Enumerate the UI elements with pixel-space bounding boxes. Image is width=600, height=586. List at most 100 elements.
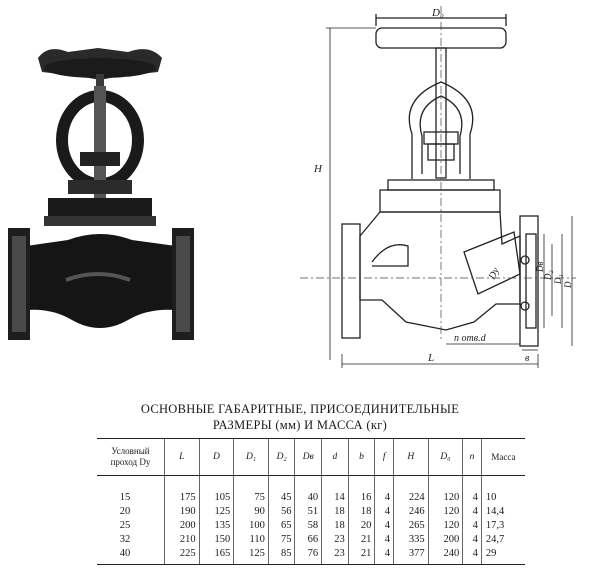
table-cell: 18 [321, 518, 349, 532]
header-col: L [163, 438, 200, 476]
table-cell: 4 [462, 475, 482, 504]
table-cell: 110 [233, 532, 269, 546]
table-cell: 120 [427, 518, 463, 532]
table-cell: 210 [163, 532, 200, 546]
dim-label-bolt-holes: n отв.d [454, 333, 487, 344]
table-cell: 65 [267, 518, 295, 532]
table-cell: 175 [163, 475, 200, 504]
header-col: D₁ [233, 438, 269, 476]
table-cell: 265 [392, 518, 429, 532]
table-cell: 90 [233, 504, 269, 518]
table-cell: 85 [267, 546, 295, 565]
dim-label-dy: Dy [486, 266, 502, 283]
dim-label-db: Dв [535, 262, 545, 273]
cell-nominal-bore: 20 [119, 505, 131, 517]
dim-label-d0: D₀ [431, 7, 444, 19]
header-col: D₂ [267, 438, 295, 476]
table-cell: 165 [198, 546, 234, 565]
table-cell: 56 [267, 504, 295, 518]
table-cell: 76 [294, 546, 322, 565]
cell-mass: 17,3 [480, 518, 525, 532]
table-cell: 14 [321, 475, 349, 504]
table-header-row: Условный проход Dy L D D₁ D₂ Dв d b f H … [97, 438, 525, 476]
cell-nominal-bore: 32 [119, 533, 131, 545]
cell-mass: 24,7 [480, 532, 525, 546]
table-cell: 335 [392, 532, 429, 546]
table-cell: 20 [347, 518, 375, 532]
table-cell: 23 [321, 532, 349, 546]
cell-nominal-bore: 25 [119, 519, 131, 531]
table-cell: 100 [233, 518, 269, 532]
table-cell: 120 [427, 504, 463, 518]
table-cell: 21 [347, 546, 375, 565]
dim-label-b: в [525, 353, 530, 364]
table-cell: 23 [321, 546, 349, 565]
valve-technical-drawing: D₀ H Dy Dв D₂ D₁ D n отв.d в L [300, 6, 576, 368]
dim-label-d2: D₂ [543, 270, 553, 281]
header-nominal-bore: Условный проход Dy [97, 438, 165, 476]
table-cell: 18 [347, 504, 375, 518]
dim-label-d1: D₁ [553, 274, 563, 285]
table-cell: 4 [462, 532, 482, 546]
table-cell: 58 [294, 518, 322, 532]
cell-mass: 10 [480, 475, 525, 504]
table-cell: 4 [374, 475, 394, 504]
table-cell: 4 [462, 546, 482, 565]
caption-line-1: ОСНОВНЫЕ ГАБАРИТНЫЕ, ПРИСОЕДИНИТЕЛЬНЫЕ [140, 402, 460, 416]
valve-photo [8, 48, 194, 340]
table-cell: 240 [427, 546, 463, 565]
table-cell: 4 [462, 504, 482, 518]
header-col: D₀ [427, 438, 463, 476]
table-cell: 125 [198, 504, 234, 518]
dim-label-d: D [563, 281, 573, 289]
table-cell: 4 [374, 504, 394, 518]
table-cell: 66 [294, 532, 322, 546]
table-cell: 125 [233, 546, 269, 565]
table-cell: 225 [163, 546, 200, 565]
table-cell: 4 [462, 518, 482, 532]
cell-nominal-bore: 40 [97, 546, 165, 565]
table-cell: 4 [374, 546, 394, 565]
header-col: Dв [294, 438, 322, 476]
header-col: D [198, 438, 234, 476]
cell-mass: 14,4 [480, 504, 525, 518]
table-cell: 51 [294, 504, 322, 518]
table-cell: 45 [267, 475, 295, 504]
table-cell: 75 [267, 532, 295, 546]
dim-label-l: L [427, 352, 434, 364]
table-cell: 150 [198, 532, 234, 546]
table-cell: 21 [347, 532, 375, 546]
table-cell: 105 [198, 475, 234, 504]
table-cell: 377 [392, 546, 429, 565]
cell-nominal-bore: 15 [119, 491, 131, 503]
header-col: H [392, 438, 429, 476]
dimensions-table: Условный проход Dy L D D₁ D₂ Dв d b f H … [97, 438, 525, 565]
table-cell: 135 [198, 518, 234, 532]
header-mass: Масса [480, 438, 525, 476]
table-cell: 16 [347, 475, 375, 504]
table-cell: 4 [374, 518, 394, 532]
table-cell: 4 [374, 532, 394, 546]
dim-label-h: H [313, 163, 323, 175]
cell-mass: 29 [480, 546, 525, 565]
header-col: n [462, 438, 482, 476]
table-cell: 200 [427, 532, 463, 546]
table-cell: 40 [294, 475, 322, 504]
header-col: b [347, 438, 375, 476]
caption-line-2: РАЗМЕРЫ (мм) И МАССА (кг) [212, 418, 388, 432]
table-cell: 120 [427, 475, 463, 504]
table-cell: 224 [392, 475, 429, 504]
table-cell: 246 [392, 504, 429, 518]
table-cell: 18 [321, 504, 349, 518]
table-caption: ОСНОВНЫЕ ГАБАРИТНЫЕ, ПРИСОЕДИНИТЕЛЬНЫЕ Р… [60, 401, 540, 433]
header-col: f [374, 438, 394, 476]
table-cell: 190 [163, 504, 200, 518]
table-cell: 75 [233, 475, 269, 504]
header-col: d [321, 438, 349, 476]
table-cell: 200 [163, 518, 200, 532]
